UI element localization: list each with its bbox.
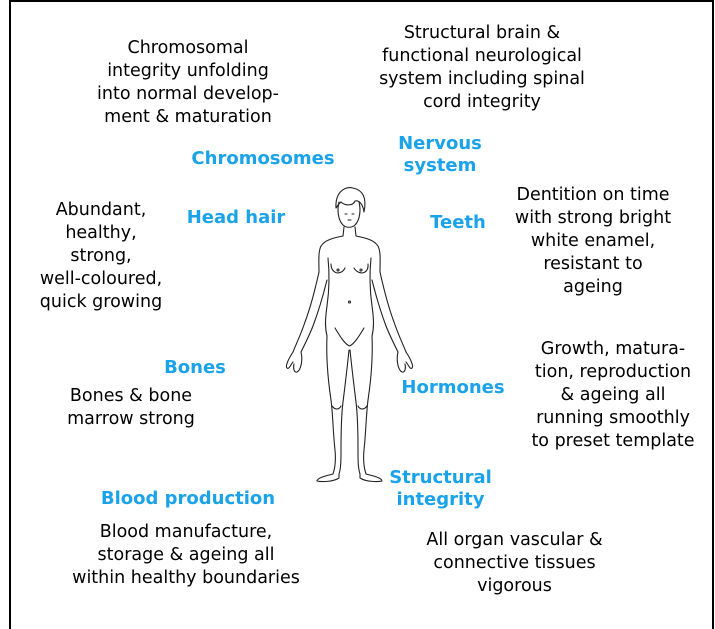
structural-integrity-description: All organ vascular & connective tissues … — [412, 529, 617, 598]
teeth-description: Dentition on time with strong bright whi… — [508, 184, 678, 299]
bones-description: Bones & bone marrow strong — [56, 385, 206, 431]
chromosomes-description: Chromosomal integrity unfolding into nor… — [88, 37, 288, 129]
bones-label: Bones — [155, 357, 235, 379]
head-hair-description: Abundant, healthy, strong, well-coloured… — [26, 199, 176, 314]
human-body-outline-icon — [275, 180, 425, 485]
blood-production-description: Blood manufacture, storage & ageing all … — [56, 521, 316, 590]
nervous-system-label: Nervous system — [385, 133, 495, 177]
blood-production-label: Blood production — [88, 488, 288, 510]
hormones-description: Growth, matura- tion, reproduction & age… — [518, 338, 708, 453]
chromosomes-label: Chromosomes — [183, 148, 343, 170]
nervous-system-description: Structural brain & functional neurologic… — [362, 22, 602, 114]
teeth-label: Teeth — [418, 212, 498, 234]
